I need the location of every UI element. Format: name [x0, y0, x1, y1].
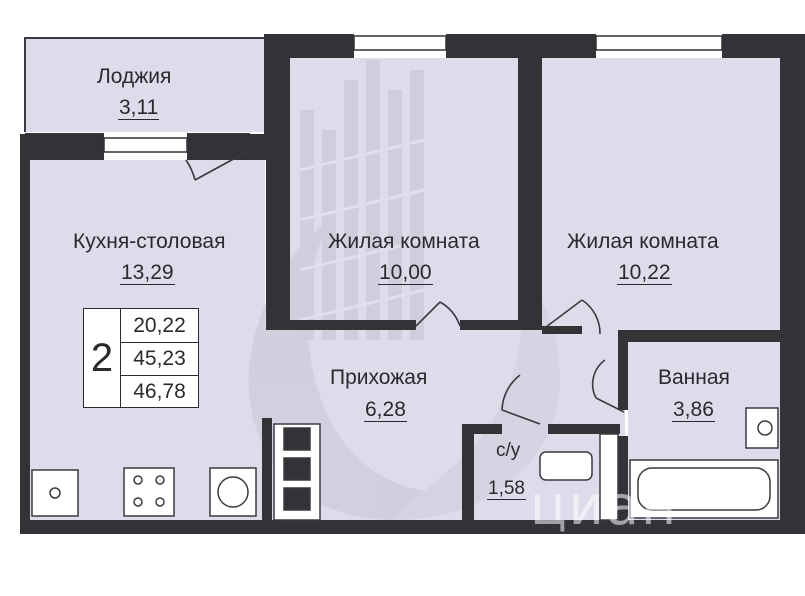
- wc-name: с/у: [496, 440, 521, 461]
- total-area-value: 45,23: [121, 342, 198, 376]
- living-room-1-area: 10,00: [378, 261, 433, 285]
- loggia-area: 3,11: [118, 96, 160, 120]
- area-summary-table: 2 20,22 45,23 46,78: [83, 308, 199, 408]
- wc-area: 1,58: [487, 478, 526, 500]
- loggia-floor: [25, 38, 265, 132]
- living-room-2-name: Жилая комната: [567, 230, 719, 253]
- windows: [103, 35, 723, 153]
- loggia-name: Лоджия: [97, 65, 172, 88]
- living-room-2-area-value: 10,22: [617, 261, 672, 285]
- stove: [123, 467, 175, 517]
- wc-cabinet: [599, 433, 619, 521]
- bathroom-area: 3,86: [672, 398, 715, 422]
- hallway-name: Прихожая: [330, 366, 428, 389]
- room-count: 2: [84, 309, 121, 407]
- bathroom-area-value: 3,86: [672, 398, 715, 422]
- hallway-area: 6,28: [364, 398, 407, 422]
- bathroom-name: Ванная: [658, 366, 730, 389]
- living-room-1-name: Жилая комната: [328, 230, 480, 253]
- toilet: [539, 451, 593, 481]
- washing-machine: [31, 469, 79, 517]
- kitchen-area-value: 13,29: [120, 261, 175, 285]
- living-area-value: 20,22: [121, 309, 198, 343]
- living-room-2-floor: [542, 58, 780, 330]
- living-room-2-area: 10,22: [617, 261, 672, 285]
- walls: [20, 34, 805, 534]
- loggia-area-value: 3,11: [118, 96, 160, 120]
- door-swings: [185, 149, 625, 425]
- living-room-1-area-value: 10,00: [378, 261, 433, 285]
- wc-area-value: 1,58: [487, 478, 526, 500]
- watermark-text: циан: [530, 474, 679, 537]
- hallway-area-value: 6,28: [364, 398, 407, 422]
- kitchen-name: Кухня-столовая: [73, 230, 226, 253]
- kitchen-area: 13,29: [120, 261, 175, 285]
- fixtures: [31, 407, 779, 521]
- area-with-loggia-value: 46,78: [133, 379, 186, 403]
